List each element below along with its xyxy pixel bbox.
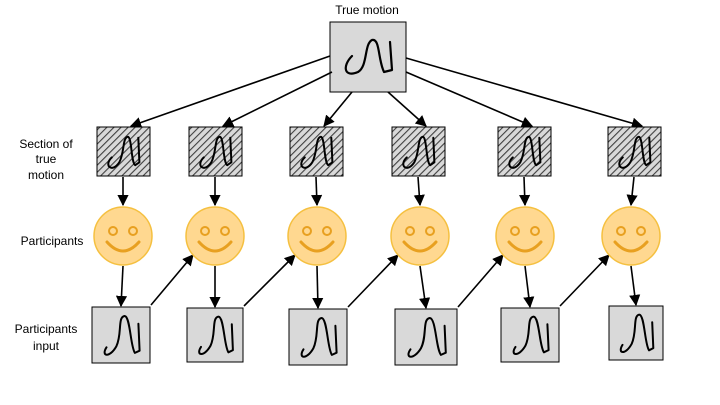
- participant-input-box-6: [608, 305, 664, 361]
- section-box-6: [607, 126, 662, 177]
- participant-smiley-3: [287, 206, 347, 266]
- participant-smiley-5: [495, 206, 555, 266]
- column-6: [405, 57, 664, 361]
- column-4: [387, 91, 504, 366]
- section-box-4: [391, 126, 446, 177]
- section-to-participant-arrow-3: [311, 176, 323, 207]
- input-label-line-2: input: [33, 339, 60, 353]
- input-to-next-participant-arrow-2: [243, 254, 296, 307]
- participant-to-input-arrow-3: [312, 265, 324, 310]
- columns-layer: [91, 55, 664, 366]
- true-motion-arrow-1: [129, 55, 331, 128]
- input-to-next-participant-arrow-5: [559, 254, 610, 307]
- true-motion-box: [329, 21, 407, 93]
- participant-input-box-3: [288, 308, 348, 366]
- participant-smiley-4: [390, 206, 450, 266]
- column-2: [185, 71, 333, 363]
- participant-to-input-arrow-1: [115, 265, 128, 308]
- title-label: True motion: [335, 3, 399, 17]
- section-to-participant-arrow-4: [413, 176, 425, 207]
- participant-smiley-2: [185, 206, 245, 266]
- participant-input-box-4: [394, 308, 458, 366]
- section-label-line-2: true: [36, 152, 57, 166]
- participant-to-input-arrow-4: [419, 265, 431, 310]
- input-to-next-participant-arrow-1: [150, 254, 194, 306]
- column-1: [91, 55, 331, 364]
- section-label-line-1: Section of: [19, 137, 73, 151]
- section-box-2: [188, 126, 243, 177]
- true-motion-arrow-5: [405, 71, 534, 128]
- column-3: [287, 91, 399, 366]
- participant-to-input-arrow-5: [523, 265, 535, 309]
- input-to-next-participant-arrow-3: [347, 254, 399, 308]
- section-to-participant-arrow-5: [519, 176, 531, 207]
- input-to-next-participant-arrow-4: [457, 254, 504, 308]
- participant-to-input-arrow-6: [629, 265, 641, 307]
- section-box-3: [289, 126, 344, 177]
- true-motion-arrow-6: [405, 57, 644, 129]
- true-motion-arrow-3: [323, 91, 353, 127]
- participant-smiley-6: [601, 206, 661, 266]
- input-label-line-1: Participants: [15, 322, 78, 336]
- true-motion-arrow-2: [221, 71, 333, 127]
- participant-input-box-5: [500, 307, 560, 363]
- input-label: Participants input: [15, 322, 78, 353]
- column-5: [405, 71, 610, 363]
- section-to-participant-arrow-6: [626, 176, 638, 207]
- participants-label: Participants: [21, 234, 84, 248]
- participant-input-box-1: [91, 306, 151, 364]
- section-label-line-3: motion: [28, 168, 64, 182]
- section-label: Section of true motion: [19, 137, 73, 182]
- participant-smiley-1: [93, 206, 153, 266]
- true-motion-arrow-4: [387, 91, 427, 127]
- section-box-5: [497, 126, 552, 177]
- section-box-1: [96, 126, 151, 177]
- participant-input-box-2: [186, 307, 244, 363]
